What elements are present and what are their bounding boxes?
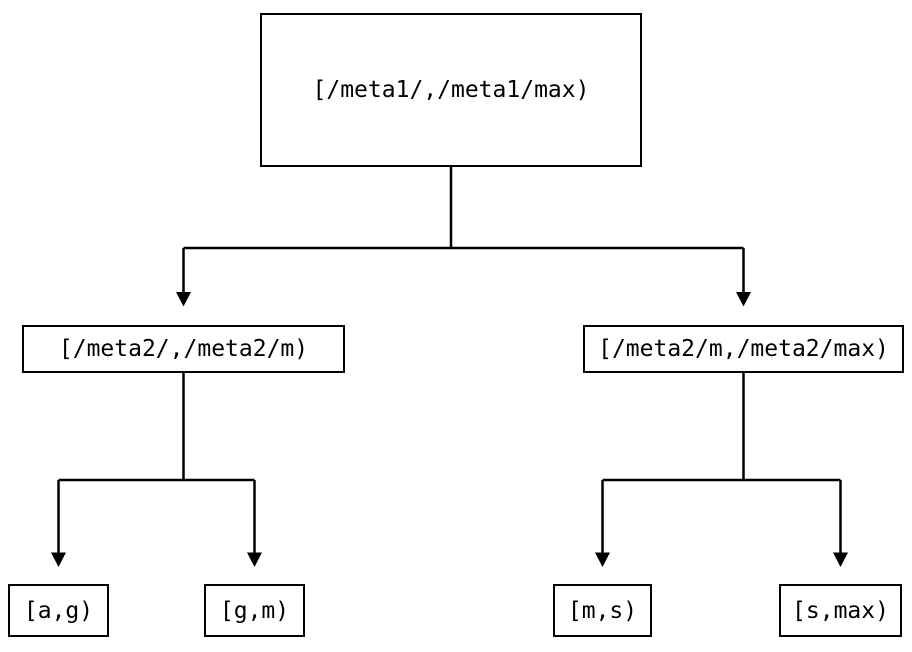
edge-meta2-right-to-children bbox=[595, 373, 848, 567]
arrowhead-meta2-left-icon bbox=[176, 292, 191, 307]
arrowhead-leaf-smax-icon bbox=[833, 552, 848, 567]
tree-node-leaf-gm: [g,m) bbox=[204, 584, 305, 637]
edge-meta2-left-to-children bbox=[51, 373, 262, 567]
arrowhead-leaf-ag-icon bbox=[51, 552, 66, 567]
arrowhead-leaf-gm-icon bbox=[247, 552, 262, 567]
arrowhead-meta2-right-icon bbox=[736, 292, 751, 307]
tree-node-leaf-smax: [s,max) bbox=[779, 584, 902, 637]
tree-node-leaf-ms: [m,s) bbox=[553, 584, 652, 637]
tree-node-root: [/meta1/,/meta1/max) bbox=[260, 13, 642, 167]
tree-node-meta2-right: [/meta2/m,/meta2/max) bbox=[583, 325, 904, 373]
arrowhead-leaf-ms-icon bbox=[595, 552, 610, 567]
edge-root-to-children bbox=[176, 167, 751, 307]
tree-node-leaf-ag: [a,g) bbox=[8, 584, 109, 637]
tree-node-meta2-left: [/meta2/,/meta2/m) bbox=[22, 325, 345, 373]
